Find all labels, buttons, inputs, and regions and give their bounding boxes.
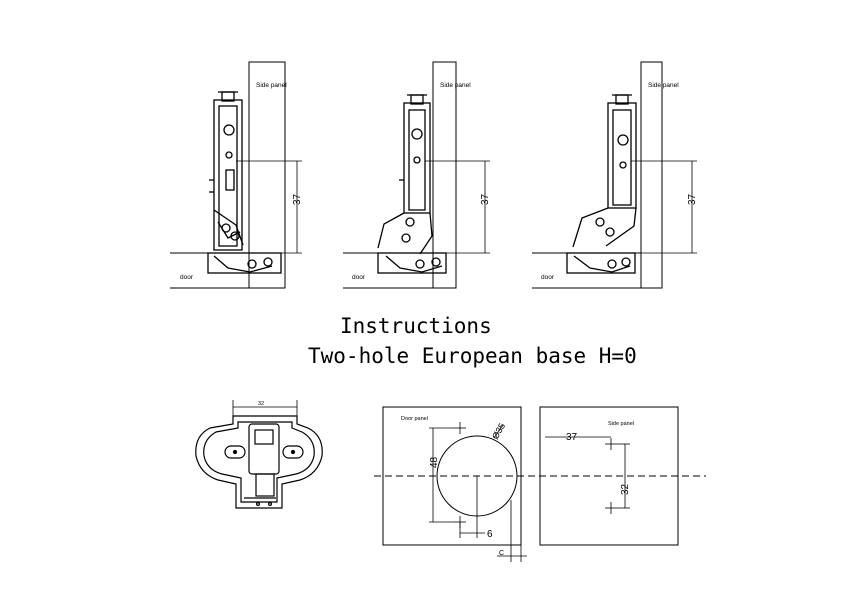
hinge-arm <box>209 91 273 273</box>
mounting-hole-marks <box>605 438 617 514</box>
mounting-slot-left <box>224 445 246 459</box>
base-plate-dimension: 32 <box>258 401 264 407</box>
base-plate-outline <box>195 415 323 509</box>
page-subtitle: Two-hole European base H=0 <box>308 344 637 368</box>
diameter-leader <box>493 424 504 439</box>
hinge-cup <box>566 252 636 274</box>
mounting-slot-right <box>282 445 304 459</box>
door-label: door <box>180 274 194 281</box>
side-panel <box>248 61 286 289</box>
dimension-32 <box>232 400 298 418</box>
hinge-view-1 <box>170 61 302 289</box>
base-plate-drawing <box>195 400 323 509</box>
hinge-cup <box>207 252 282 274</box>
side-panel-label: Side panel <box>648 82 679 89</box>
c-dimension: C <box>499 550 504 557</box>
dimension-value: 37 <box>292 193 303 205</box>
dimension-37 <box>425 160 490 254</box>
dimension-value: 37 <box>687 193 698 205</box>
distance-dimension: 37 <box>566 432 578 443</box>
dimension-32 <box>617 443 630 509</box>
dimension-37 <box>236 160 302 254</box>
base-plate-center-block <box>248 423 280 475</box>
side-panel <box>432 61 457 289</box>
hinge-cup <box>377 252 447 274</box>
side-panel-label: Side panel <box>608 421 634 427</box>
hinge-arm <box>572 94 637 273</box>
hinge-view-2 <box>343 61 490 289</box>
page-title: Instructions <box>340 314 492 338</box>
hinge-view-3 <box>532 61 697 289</box>
side-panel-view <box>539 406 679 546</box>
door-label: door <box>541 274 555 281</box>
dimension-value: 37 <box>480 193 491 205</box>
side-panel-outline <box>539 406 679 546</box>
side-panel-label: Side panel <box>440 82 471 89</box>
spacing-dimension: 32 <box>620 483 631 495</box>
dimension-37 <box>631 160 697 254</box>
height-dimension: 48 <box>429 456 440 468</box>
dimension-6 <box>459 476 485 538</box>
hinge-arm <box>377 94 443 273</box>
door-label: door <box>352 274 366 281</box>
door-panel-label: Door panel <box>401 416 428 422</box>
side-panel <box>640 61 663 289</box>
dimension-c <box>497 500 527 562</box>
offset-dimension: 6 <box>487 529 493 540</box>
dimension-48 <box>429 427 454 523</box>
side-panel-label: Side panel <box>256 82 287 89</box>
diameter-dimension: Ø35 <box>490 421 507 441</box>
